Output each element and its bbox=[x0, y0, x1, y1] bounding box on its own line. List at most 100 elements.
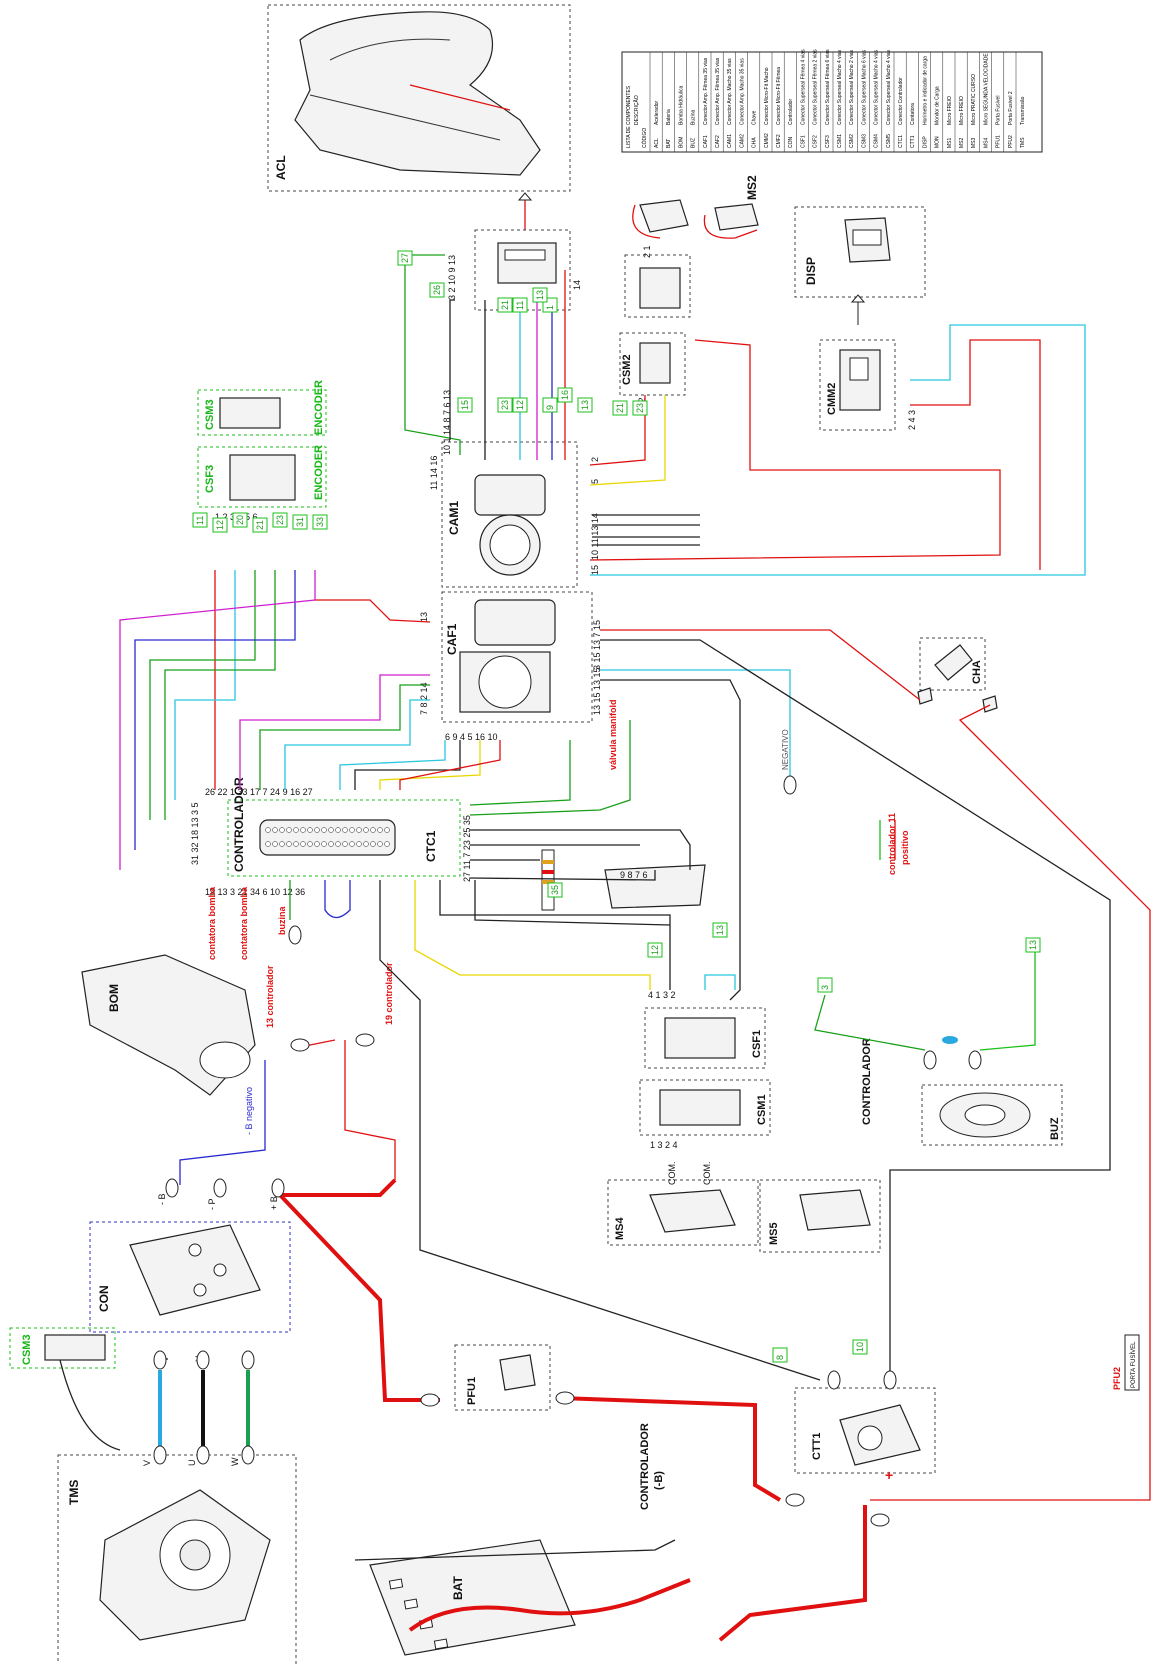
legend-row-code: CSF1 bbox=[800, 135, 806, 148]
legend-row-code: CAF2 bbox=[715, 135, 721, 148]
legend-row-description: Micro FREIO bbox=[959, 96, 965, 125]
acl-pin-list: 3 2 10 9 13 bbox=[447, 255, 457, 300]
csf1-label: CSF1 bbox=[751, 1030, 763, 1058]
cmm2-block: CMM2 2 4 3 bbox=[819, 339, 917, 431]
com-label-2: COM. bbox=[702, 1162, 712, 1186]
ctc1-pin bbox=[286, 841, 292, 847]
ctc1-pin bbox=[314, 841, 320, 847]
svg-text:35: 35 bbox=[550, 885, 560, 895]
svg-text:11: 11 bbox=[195, 516, 205, 525]
ms5-block: MS5 bbox=[759, 1179, 881, 1253]
legend-col-code: CÓDIGO bbox=[641, 128, 648, 148]
svg-text:1: 1 bbox=[545, 305, 555, 310]
legend-row-description: Conector Controlador bbox=[898, 77, 904, 125]
ctc1-pin bbox=[370, 827, 376, 833]
legend-row-description: Conector Superseal Fêmea 4 vias bbox=[800, 49, 806, 125]
minus-b-label: - B bbox=[157, 1193, 167, 1205]
legend-row-description: Micro FREIO bbox=[947, 96, 953, 125]
ms2-block: MS2 2 1 bbox=[624, 175, 759, 318]
wire-tag: 12 bbox=[647, 942, 663, 958]
negativo-label: NEGATIVO bbox=[781, 729, 790, 770]
legend-row-description: Chave bbox=[752, 110, 758, 125]
pfu2-block: PORTA FUSÍVEL PFU2 bbox=[1112, 1334, 1140, 1391]
ctc1-pin bbox=[272, 841, 278, 847]
ctc1-pin bbox=[307, 827, 313, 833]
wire-tag: 26 bbox=[429, 282, 445, 298]
legend-row-code: TMS bbox=[1020, 137, 1026, 148]
ms2-label: MS2 bbox=[745, 175, 759, 200]
wire-tag: 12 bbox=[512, 397, 528, 413]
wire-tag: 23 bbox=[497, 397, 513, 413]
legend-row-description: Conector Superseal Macho 4 vias bbox=[874, 49, 880, 125]
ctc1-pin bbox=[314, 827, 320, 833]
svg-text:16: 16 bbox=[560, 390, 570, 400]
caf1-label: CAF1 bbox=[445, 623, 459, 655]
csm1-label: CSM1 bbox=[756, 1094, 768, 1125]
resistor bbox=[541, 849, 555, 911]
bat-block: BAT bbox=[369, 1539, 576, 1656]
legend-row-code: BOM bbox=[678, 137, 684, 148]
svg-text:20: 20 bbox=[235, 515, 245, 525]
ctc1-pin bbox=[272, 827, 278, 833]
positivo-label: positivo bbox=[900, 830, 910, 865]
con-block: CON - B - P + B V U W bbox=[89, 1193, 291, 1362]
db9-pins: 9 8 7 6 bbox=[620, 870, 648, 880]
bom-label: BOM bbox=[107, 984, 121, 1012]
legend-row-code: CMF2 bbox=[776, 134, 782, 148]
db9-connector: 9 8 7 6 bbox=[604, 864, 706, 909]
ctc1-pin bbox=[265, 827, 271, 833]
ctt1-label: CTT1 bbox=[811, 1433, 823, 1461]
ctc1-pin bbox=[293, 841, 299, 847]
cmm2-label: CMM2 bbox=[826, 383, 838, 415]
ms5-label: MS5 bbox=[768, 1222, 780, 1245]
wire-tag: 21 bbox=[252, 517, 268, 533]
csf1-block: CSF1 4 1 3 2 bbox=[644, 990, 766, 1069]
ctc1-pin bbox=[349, 827, 355, 833]
svg-text:9: 9 bbox=[545, 405, 555, 410]
legend-row-description: Micro PRATIC CURSO bbox=[971, 74, 977, 125]
caf1-pin-13: 13 bbox=[419, 612, 429, 622]
legend-row-code: CAM2 bbox=[739, 134, 745, 148]
svg-text:12: 12 bbox=[215, 520, 225, 530]
contatora-bomba-label-2: contatora bomba bbox=[239, 886, 249, 960]
csm3-bottom-label: CSM3 bbox=[21, 1334, 33, 1365]
caf1-right-bot: 13 15 13 15 bbox=[592, 667, 602, 715]
wire-tag: 35 bbox=[547, 882, 563, 898]
cmm2-pins: 2 4 3 bbox=[907, 410, 917, 430]
controlador-block: CONTROLADOR CTC1 26 22 1 33 17 7 24 9 16… bbox=[190, 777, 472, 897]
wire-tag: 27 bbox=[397, 250, 413, 266]
encoder-label-2: ENCODER bbox=[313, 445, 325, 500]
wire-tag: 11 bbox=[512, 297, 528, 313]
wire-tag: 33 bbox=[312, 514, 328, 530]
svg-text:13: 13 bbox=[535, 290, 545, 300]
svg-text:11: 11 bbox=[515, 301, 525, 310]
legend-row-code: CMM2 bbox=[764, 133, 770, 148]
ctc1-pin bbox=[363, 827, 369, 833]
svg-text:3: 3 bbox=[820, 985, 830, 990]
legend-row-description: Conector Amp. Fêmea 35 vias bbox=[703, 57, 709, 125]
csf3-encoder-block: CSF3 ENCODER 1 2 3 4 5 6 bbox=[197, 445, 327, 522]
cha-label: CHA bbox=[971, 660, 983, 684]
buz-label: BUZ bbox=[1049, 1117, 1061, 1140]
pfu2-sub-label: PORTA FUSÍVEL bbox=[1130, 1341, 1137, 1388]
ctc1-pin bbox=[307, 841, 313, 847]
legend-row-code: MS4 bbox=[983, 138, 989, 149]
svg-text:23: 23 bbox=[275, 515, 285, 525]
minus-p-label: - P bbox=[207, 1198, 217, 1210]
ctc1-pin bbox=[265, 841, 271, 847]
ctc1-pin bbox=[321, 827, 327, 833]
legend-row-description: Conector Superseal Macho 4 vias bbox=[837, 49, 843, 125]
svg-text:10: 10 bbox=[855, 1342, 865, 1352]
wire-tag: 9 bbox=[542, 397, 558, 413]
ctt1-block: CTT1 + bbox=[794, 1387, 936, 1483]
csm2-label: CSM2 bbox=[621, 354, 633, 385]
controlador-neg-b-label: CONTROLADOR bbox=[639, 1423, 651, 1510]
wire-tag: 3 bbox=[817, 977, 833, 993]
svg-text:21: 21 bbox=[615, 403, 625, 413]
legend-row-description: Conector Micro-Fit Fêmea bbox=[776, 67, 782, 125]
legend-row-code: MS3 bbox=[971, 138, 977, 149]
acl-pin-14: 14 bbox=[572, 280, 582, 290]
buzina-label: buzina bbox=[277, 906, 287, 935]
cha-block: CHA bbox=[917, 637, 998, 713]
